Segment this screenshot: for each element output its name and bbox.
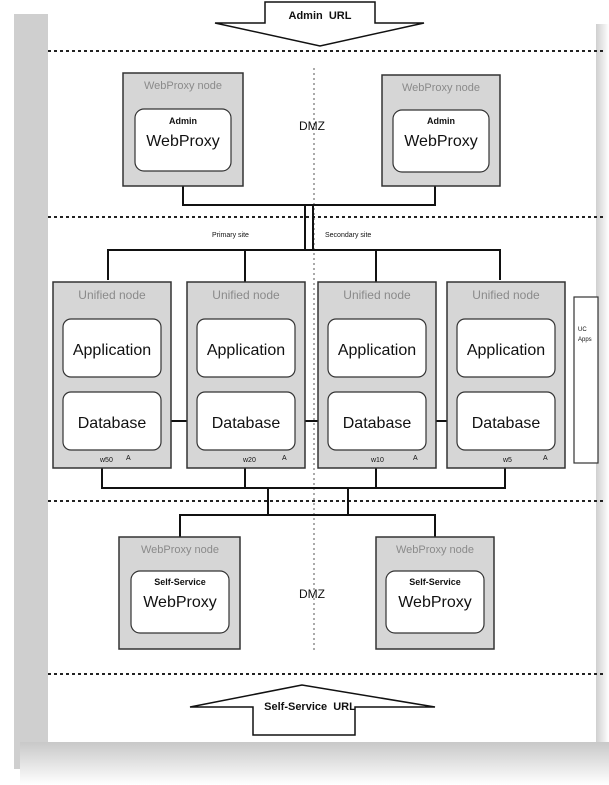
uc-apps-box: UC Apps (573, 296, 599, 464)
node-tag: A (126, 455, 131, 462)
webproxy-node-admin-right: WebProxy node Admin WebProxy (381, 74, 501, 187)
proxy-role: Admin (169, 116, 197, 126)
application-label: Application (207, 342, 285, 359)
admin-url-label: Admin URL (289, 10, 352, 22)
node-tag: A (282, 455, 287, 462)
node-tag: A (543, 455, 548, 462)
application-label: Application (73, 342, 151, 359)
database-label: Database (343, 415, 412, 432)
zone-separators (48, 50, 604, 675)
database-label: Database (472, 415, 541, 432)
unified-node-w10: Unified node Application Database w10 A (317, 281, 437, 469)
unified-node-w50: Unified node Application Database w50 A (52, 281, 172, 469)
proxy-name: WebProxy (404, 133, 478, 150)
proxy-role: Admin (427, 116, 455, 126)
node-id: w50 (99, 457, 113, 464)
node-id: w10 (370, 457, 384, 464)
unified-node-w5: Unified node Application Database w5 A (446, 281, 566, 469)
node-title: WebProxy node (144, 80, 222, 92)
proxy-name: WebProxy (143, 594, 217, 611)
node-title: Unified node (343, 288, 411, 302)
database-label: Database (212, 415, 281, 432)
node-title: Unified node (472, 288, 540, 302)
proxy-name: WebProxy (398, 594, 472, 611)
node-title: WebProxy node (396, 544, 474, 556)
self-service-url-label: Self-Service URL (264, 701, 356, 713)
node-title: WebProxy node (402, 82, 480, 94)
unified-node-w20: Unified node Application Database w20 A (186, 281, 306, 469)
node-title: Unified node (78, 288, 146, 302)
application-label: Application (338, 342, 416, 359)
node-tag: A (413, 455, 418, 462)
uc-apps-line1: UC (578, 327, 587, 333)
node-id: w5 (502, 457, 512, 464)
webproxy-node-selfservice-right: WebProxy node Self-Service WebProxy (375, 536, 495, 650)
dmz-label-bottom: DMZ (299, 587, 325, 601)
database-label: Database (78, 415, 147, 432)
self-service-url-arrow: Self-Service URL (189, 684, 436, 736)
node-title: Unified node (212, 288, 280, 302)
node-id: w20 (242, 457, 256, 464)
primary-site-label: Primary site (212, 232, 249, 239)
bottom-connectors (101, 468, 506, 537)
secondary-site-label: Secondary site (325, 232, 371, 239)
proxy-role: Self-Service (154, 577, 206, 587)
top-connectors (107, 186, 501, 282)
uc-apps-line2: Apps (578, 337, 592, 343)
dmz-label-top: DMZ (299, 119, 325, 133)
application-label: Application (467, 342, 545, 359)
admin-url-arrow: Admin URL (214, 1, 425, 47)
proxy-name: WebProxy (146, 133, 220, 150)
webproxy-node-selfservice-left: WebProxy node Self-Service WebProxy (118, 536, 241, 650)
webproxy-node-admin-left: WebProxy node Admin WebProxy (122, 72, 244, 187)
proxy-role: Self-Service (409, 577, 461, 587)
node-title: WebProxy node (141, 544, 219, 556)
